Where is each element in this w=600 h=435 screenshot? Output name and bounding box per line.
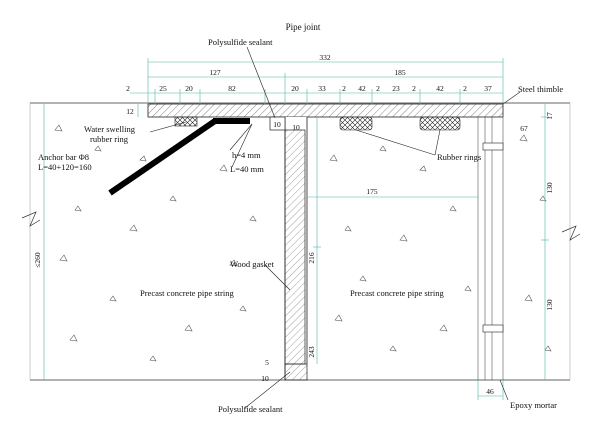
polysulfide-sealant-top: [269, 116, 286, 131]
dim-82: 82: [228, 84, 236, 93]
label-epoxy-mortar: Epoxy mortar: [510, 400, 557, 410]
dim-332: 332: [319, 53, 331, 62]
concrete-aggregate: [54, 124, 552, 362]
dim-243: 243: [307, 346, 316, 358]
dim-2b: 2: [342, 84, 346, 93]
dim-23: 23: [392, 84, 400, 93]
dim-20b: 20: [291, 84, 299, 93]
dim-17: 17: [545, 112, 554, 120]
dim-130b: 130: [545, 299, 554, 311]
dim-185: 185: [394, 68, 406, 77]
label-anchor-bar: Anchor bar Φ8: [38, 152, 89, 162]
dim-37: 37: [484, 84, 492, 93]
dim-5: 5: [265, 358, 269, 367]
dim-10b: 10: [292, 123, 300, 132]
dim-130a: 130: [545, 182, 554, 194]
dim-2d: 2: [412, 84, 416, 93]
rubber-ring-2: [419, 116, 461, 131]
label-wood-gasket: Wood gasket: [230, 259, 275, 269]
label-polysulfide-bottom: Polysulfide sealant: [218, 404, 283, 414]
dim-10a: 10: [273, 120, 281, 129]
dim-216: 216: [307, 252, 316, 264]
wood-gasket: [284, 129, 306, 365]
dim-175: 175: [366, 187, 378, 196]
water-swelling-rubber-ring: [174, 116, 198, 127]
label-anchor-length: L=40+120=160: [38, 162, 92, 172]
dim-25: 25: [159, 84, 167, 93]
anchor-bar: [108, 118, 250, 196]
polysulfide-sealant-bottom: [284, 363, 308, 381]
dim-260: ≤260: [33, 252, 42, 268]
steel-thimble: [147, 103, 504, 118]
dim-2a: 2: [126, 84, 130, 93]
dim-20a: 20: [185, 84, 193, 93]
concrete-outline: [21, 102, 581, 381]
dim-67: 67: [520, 124, 528, 133]
dim-42a: 42: [358, 84, 366, 93]
label-steel-thimble: Steel thimble: [518, 84, 563, 94]
dim-2e: 2: [463, 84, 467, 93]
label-h-dim: h=4 mm: [232, 150, 261, 160]
leader-lines: [149, 46, 521, 409]
dimension-texts: 332 127 185 2 25 20 82 20 33 2 42 2 23 2…: [33, 53, 554, 396]
label-polysulfide-top: Polysulfide sealant: [208, 37, 273, 47]
diagram-title: Pipe joint: [286, 22, 321, 32]
dim-33: 33: [318, 84, 326, 93]
label-water-swelling: Water swelling: [84, 124, 136, 134]
label-rubber-rings: Rubber rings: [437, 152, 481, 162]
dim-46: 46: [486, 387, 494, 396]
dimension-lines: [43, 58, 549, 400]
label-precast-right: Precast concrete pipe string: [350, 288, 444, 298]
label-l-dim: L=40 mm: [230, 164, 264, 174]
dim-12: 12: [126, 107, 134, 116]
epoxy-mortar: [477, 117, 504, 380]
label-precast-left: Precast concrete pipe string: [140, 288, 234, 298]
label-rubber-ring: rubber ring: [90, 134, 129, 144]
rubber-ring-1: [339, 116, 373, 131]
dim-2c: 2: [376, 84, 380, 93]
dim-127: 127: [209, 68, 221, 77]
dim-10c: 10: [261, 374, 269, 383]
dim-42b: 42: [436, 84, 444, 93]
labels: Polysulfide sealant Steel thimble Water …: [38, 37, 563, 414]
